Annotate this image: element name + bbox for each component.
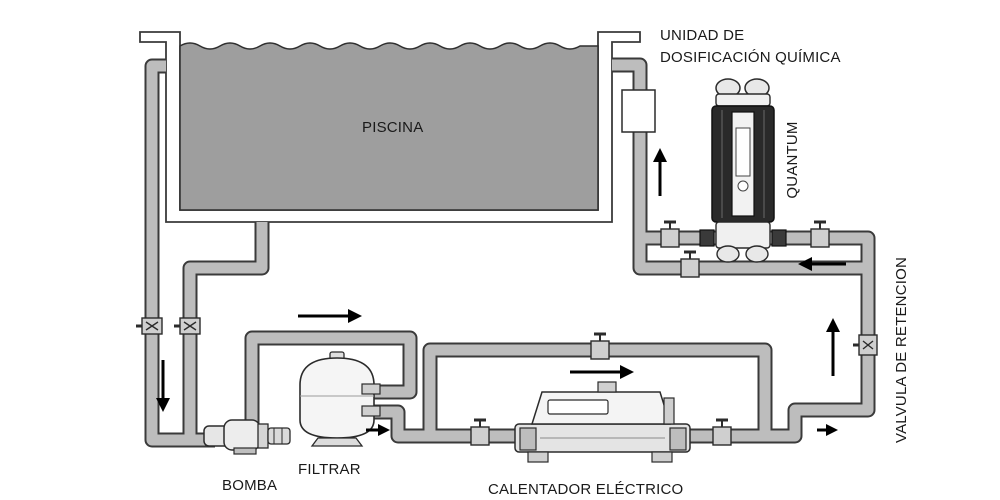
- flow-arrow-icon: [298, 309, 362, 323]
- flow-arrow-icon: [826, 318, 840, 376]
- heater-label: CALENTADOR ELÉCTRICO: [488, 481, 683, 498]
- flow-arrow-icon: [570, 365, 634, 379]
- quantum-uv-unit: [699, 78, 787, 263]
- pool: PISCINA: [139, 31, 641, 223]
- flow-arrow-icon: [366, 424, 390, 436]
- flow-arrows: [156, 148, 846, 436]
- pump-label: BOMBA: [222, 477, 277, 494]
- dosing-label-line2: DOSIFICACIÓN QUÍMICA: [660, 49, 841, 66]
- pool-water: [179, 42, 599, 211]
- dosing-label-line1: UNIDAD DE: [660, 27, 744, 44]
- pool-label: PISCINA: [362, 119, 423, 136]
- flow-arrow-icon: [817, 424, 838, 436]
- valve-icon: [712, 418, 732, 446]
- electric-heater: [514, 381, 691, 463]
- filter-label: FILTRAR: [298, 461, 361, 478]
- valve-icon: [660, 220, 680, 248]
- valve-icon: [470, 418, 490, 446]
- sand-filter: [299, 351, 381, 447]
- flow-arrow-icon: [798, 257, 846, 271]
- valve-icon: [810, 220, 830, 248]
- check-valve-label: VALVULA DE RETENCION: [893, 257, 910, 443]
- check-valve-icon: [853, 334, 878, 356]
- valve-icon: [174, 317, 201, 335]
- valve-icon: [680, 250, 700, 278]
- quantum-label: QUANTUM: [784, 121, 801, 198]
- flow-arrow-icon: [653, 148, 667, 196]
- pump: [203, 419, 291, 455]
- chemical-dosing-unit: [621, 89, 656, 133]
- valves: [136, 220, 878, 446]
- valve-icon: [590, 332, 610, 360]
- valve-icon: [136, 317, 163, 335]
- flow-arrow-icon: [156, 360, 170, 412]
